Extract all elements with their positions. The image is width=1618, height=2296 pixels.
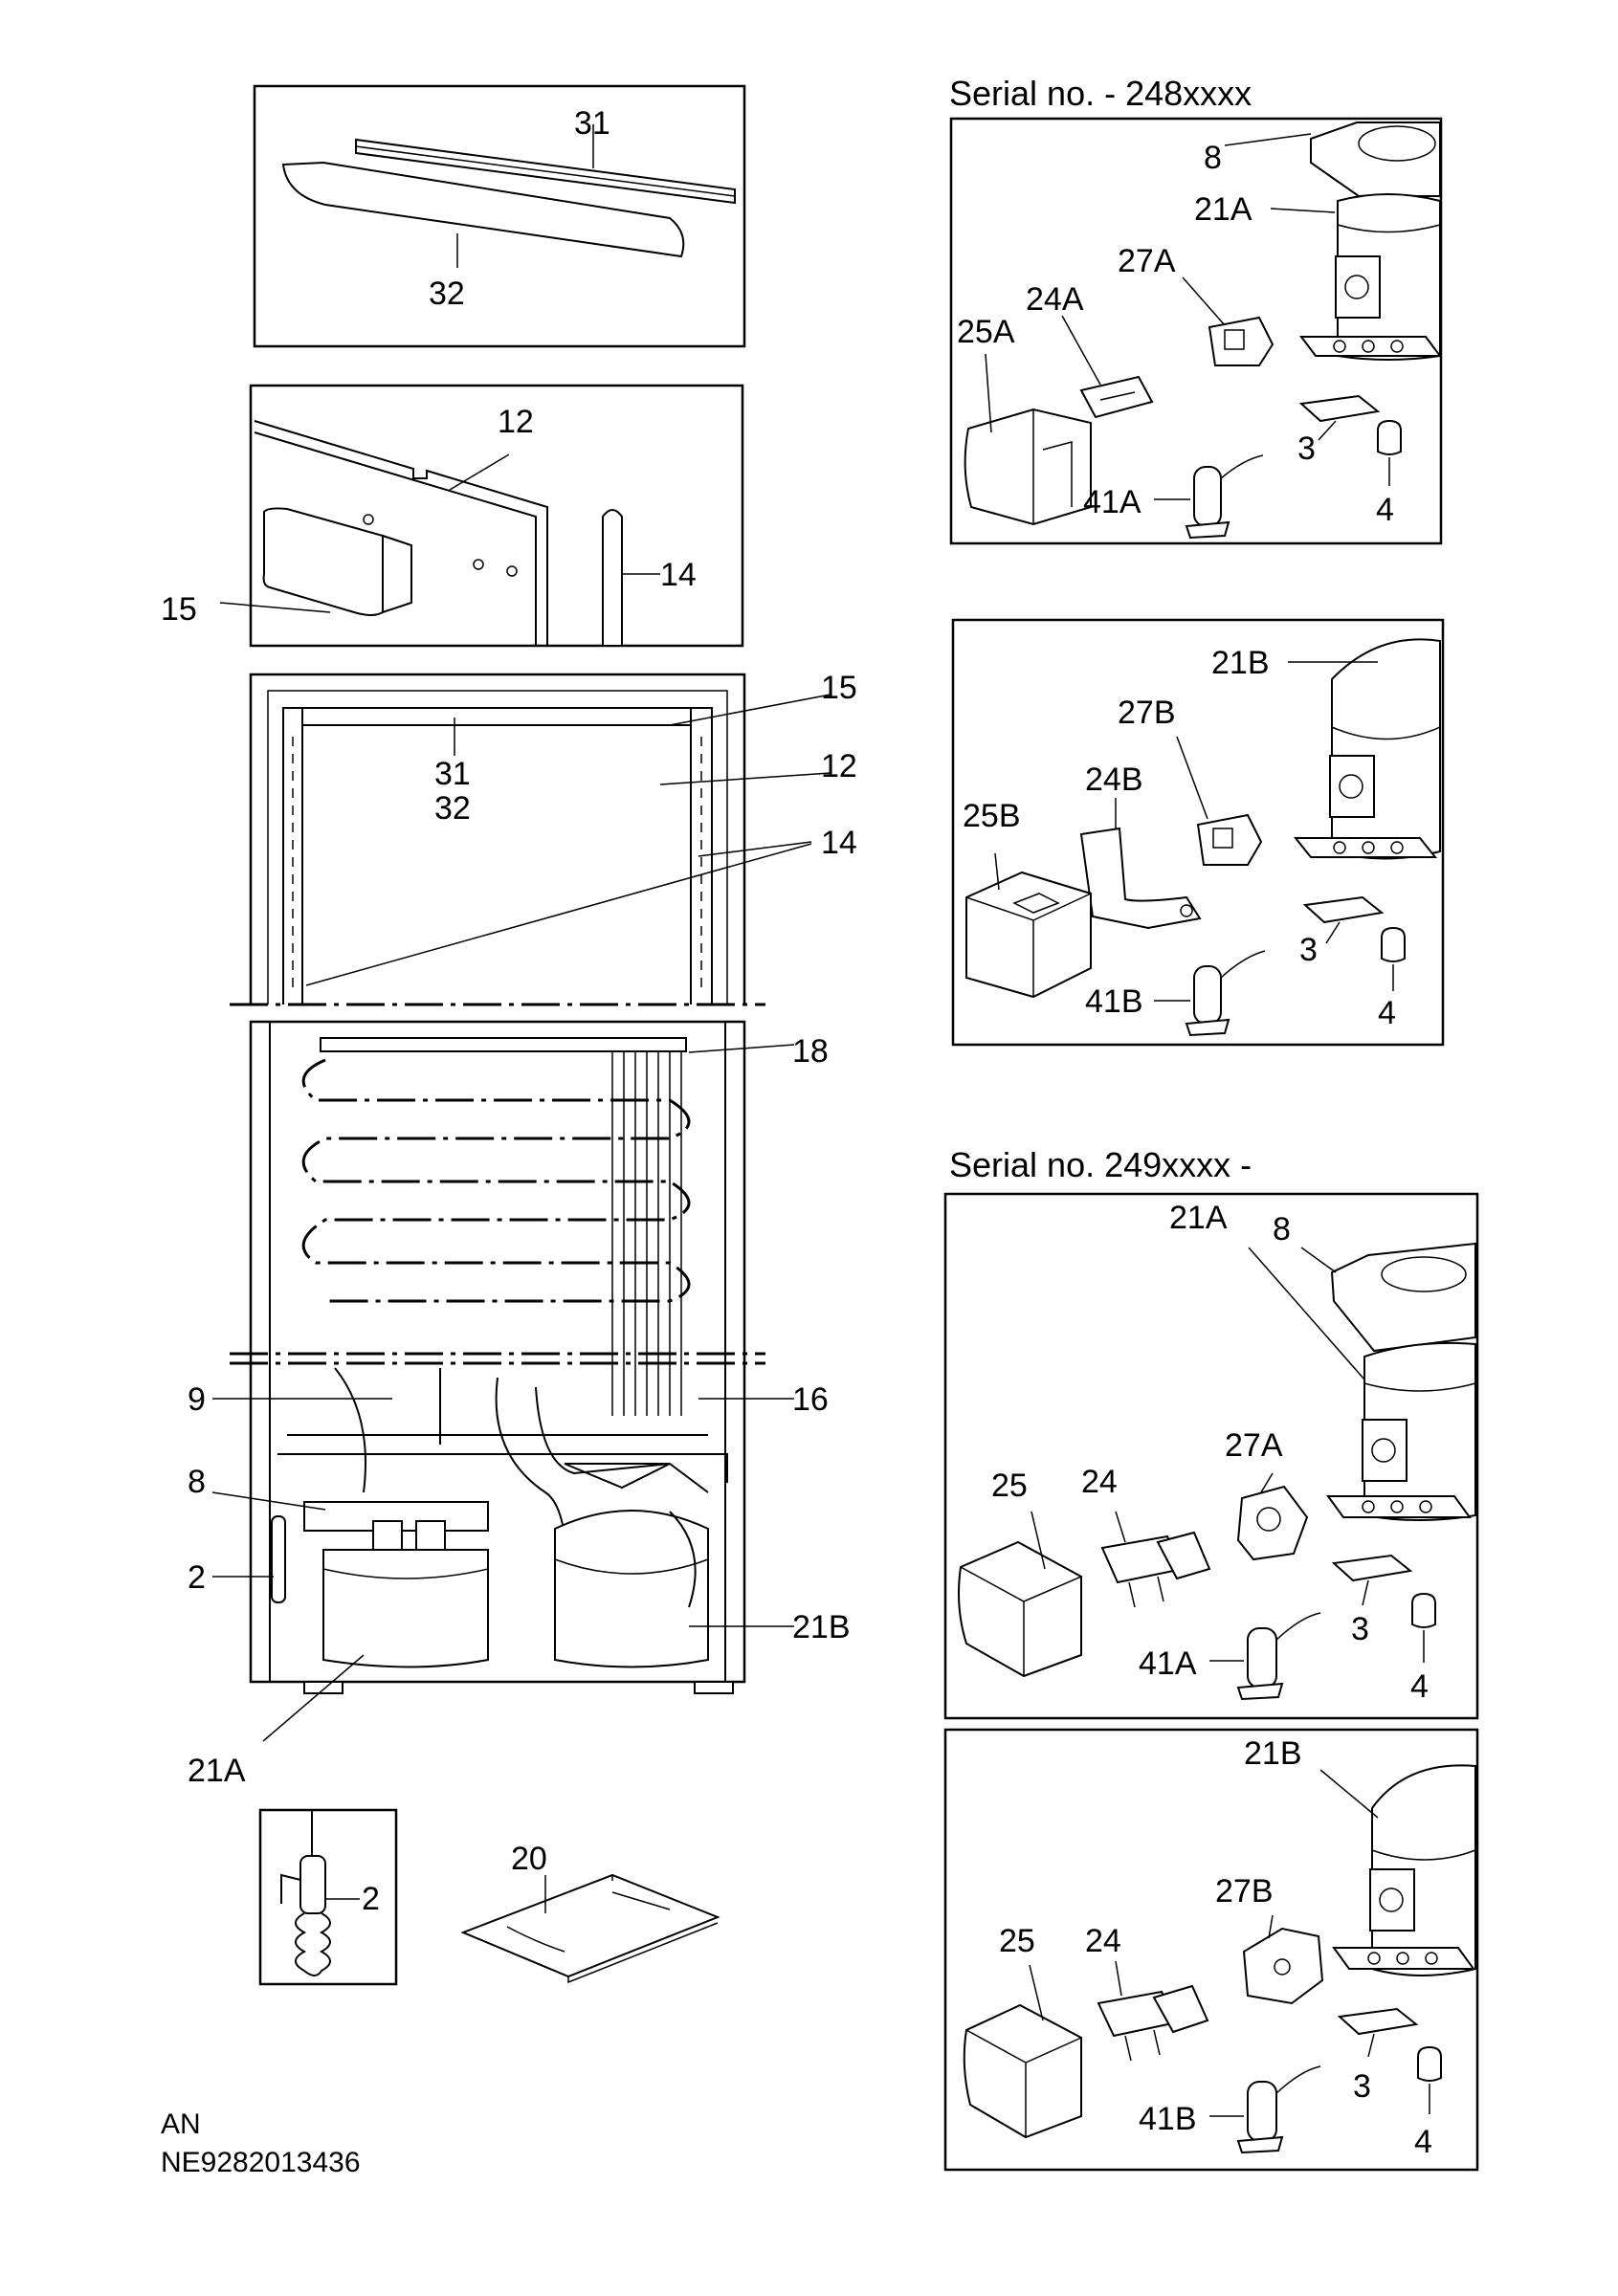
- serial-range-top: Serial no. - 248xxxx: [949, 74, 1252, 113]
- label-4-b: 4: [1378, 995, 1396, 1031]
- label-3-e: 3: [1353, 2068, 1371, 2105]
- label-41A-c: 41A: [1139, 1645, 1197, 1682]
- label-27A-a: 27A: [1118, 243, 1176, 279]
- label-4-e: 4: [1414, 2124, 1432, 2160]
- label-24A-a: 24A: [1026, 281, 1084, 318]
- label-25B-b: 25B: [963, 798, 1021, 834]
- label-21B-main: 21B: [792, 1609, 851, 1645]
- label-3-b: 3: [1299, 932, 1318, 968]
- label-25-c: 25: [991, 1468, 1028, 1504]
- label-41B-e: 41B: [1139, 2101, 1197, 2137]
- label-24B-b: 24B: [1085, 762, 1143, 798]
- label-12-main: 12: [821, 748, 857, 784]
- label-15: 15: [161, 591, 197, 628]
- label-14: 14: [660, 557, 697, 593]
- panel-compressor-21A-late: 21A 8 27A 25 24 3 41A 4: [943, 1192, 1479, 1720]
- label-25-e: 25: [999, 1923, 1035, 1959]
- panel-compressor-21A-early: 8 21A 27A 24A 25A 3 41A 4: [949, 117, 1443, 545]
- panel-rail-31-32: 31 32: [253, 84, 746, 348]
- label-32: 32: [429, 276, 465, 312]
- label-41B-b: 41B: [1085, 983, 1143, 1020]
- label-31-main: 31: [434, 756, 471, 792]
- label-27B-b: 27B: [1118, 695, 1176, 731]
- label-20: 20: [511, 1841, 547, 1877]
- label-4-c: 4: [1410, 1668, 1429, 1705]
- user-manual-20: 20: [460, 1841, 720, 1984]
- label-24-c: 24: [1081, 1464, 1118, 1500]
- panel-detail-12-15-14: 12 15 14: [161, 384, 744, 648]
- label-16: 16: [792, 1381, 829, 1418]
- label-21B-b: 21B: [1211, 645, 1270, 681]
- label-4-a: 4: [1376, 492, 1394, 528]
- label-15-main: 15: [821, 670, 857, 706]
- footer-code-an: AN: [161, 2108, 201, 2140]
- label-41A-a: 41A: [1083, 484, 1141, 520]
- cabinet-body-section: 18 9 16 8 2 21B 21A: [188, 1020, 851, 1789]
- cabinet-door-section: 15 31 32 12 14: [249, 670, 857, 1004]
- label-18: 18: [792, 1033, 829, 1070]
- label-3-c: 3: [1351, 1611, 1369, 1647]
- label-31: 31: [574, 105, 610, 142]
- label-8-main: 8: [188, 1464, 206, 1500]
- label-3-a: 3: [1297, 430, 1316, 467]
- label-2-main: 2: [188, 1559, 206, 1596]
- label-12: 12: [498, 404, 534, 440]
- label-27B-e: 27B: [1215, 1873, 1274, 1910]
- label-21B-e: 21B: [1244, 1735, 1302, 1772]
- label-21A-c: 21A: [1169, 1200, 1228, 1236]
- panel-compressor-21B-late: 21B 27B 25 24 3 41B 4: [943, 1728, 1479, 2172]
- panel-compressor-21B-early: 21B 27B 24B 25B 3 41B 4: [951, 618, 1445, 1047]
- label-32-main: 32: [434, 790, 471, 827]
- label-21A-a: 21A: [1194, 191, 1252, 228]
- label-2-detail: 2: [362, 1881, 380, 1917]
- footer-part-number: NE9282013436: [161, 2147, 361, 2178]
- label-8-c: 8: [1273, 1211, 1291, 1247]
- label-9: 9: [188, 1381, 206, 1418]
- label-21A-main: 21A: [188, 1753, 246, 1789]
- label-14-main: 14: [821, 825, 857, 861]
- label-24-e: 24: [1085, 1923, 1121, 1959]
- serial-range-bottom: Serial no. 249xxxx -: [949, 1145, 1252, 1184]
- label-8-a: 8: [1204, 140, 1222, 176]
- label-25A-a: 25A: [957, 314, 1015, 350]
- label-27A-c: 27A: [1225, 1427, 1283, 1464]
- detail-thermostat-2: 2: [258, 1808, 398, 1986]
